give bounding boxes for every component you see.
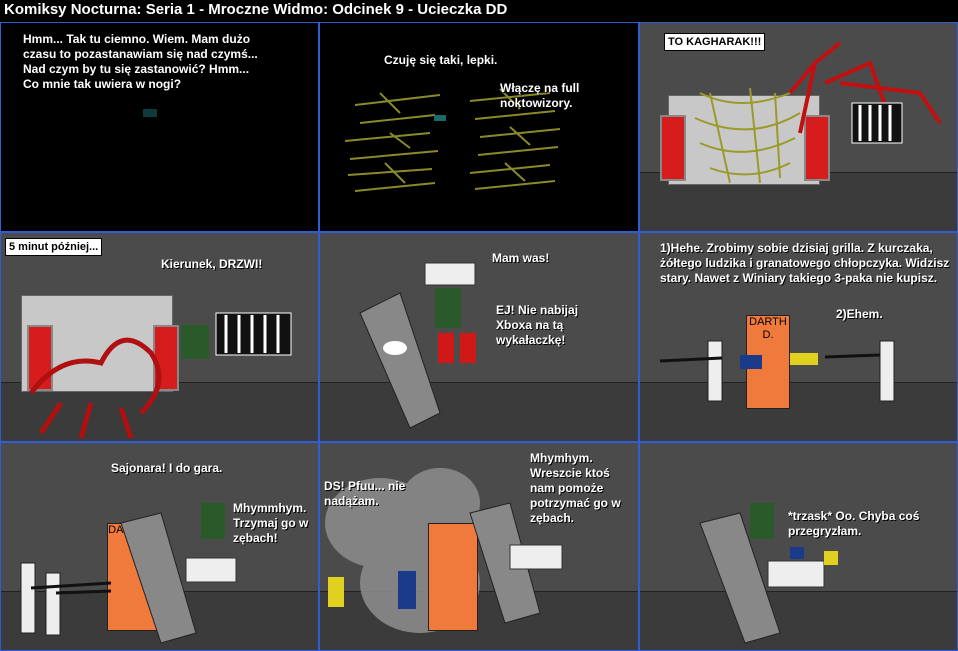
panel-4-caption: 5 minut później... [5,238,103,256]
panel-5-speech-1: Mam was! [492,251,550,265]
panel-6-speech-2: 2)Ehem. [836,307,883,321]
red-tank-left [660,115,686,181]
panel-1: Hmm... Tak tu ciemno. Wiem. Mam dużo cza… [0,22,319,232]
panel-5-scene [359,262,476,429]
panel-6-scene [659,340,895,402]
comic-title: Komiksy Nocturna: Seria 1 - Mroczne Widm… [4,1,508,18]
door-label: DARTH D. [749,316,787,341]
hidden-figure-eyes [434,115,446,121]
panel-4-speech: Kierunek, DRZWI! [161,257,263,271]
panel-9-speech: *trzask* Oo. Chyba coś przegryzłam. [788,509,920,538]
panel-2: Czuję się taki, lepki. Włączę na full no… [319,22,639,232]
kagharak-web [694,41,942,184]
panel-2-speech-2: Włączę na full noktowizory. [500,81,580,110]
panel-9-scene [699,503,838,644]
panel-8: DS! Pfuu... nie nadążam. Mhymhym. Wreszc… [319,442,639,651]
panel-7-speech-2: Mhymmhym. Trzymaj go w zębach! [233,501,309,545]
darth-door [428,523,478,631]
panel-7: DARTH D. Sajonara! I do gara. Mhymmhym. … [0,442,319,651]
panel-1-speech: Hmm... Tak tu ciemno. Wiem. Mam dużo cza… [23,32,258,91]
hidden-figure [143,109,157,117]
panel-6: DARTH D. 1)Hehe. Zrobimy sobie dzisiaj g… [639,232,958,442]
panel-9: *trzask* Oo. Chyba coś przegryzłam. [639,442,958,651]
panel-5: Mam was! EJ! Nie nabijaj Xboxa na tą wyk… [319,232,639,442]
panel-8-scene [328,502,563,624]
panel-3-caption: TO KAGHARAK!!! [664,33,766,51]
panel-3: TO KAGHARAK!!! [639,22,958,232]
panel-2-speech-1: Czuję się taki, lepki. [384,53,498,67]
panel-8-speech-2: Mhymhym. Wreszcie ktoś nam pomoże potrzy… [530,451,621,525]
panel-5-speech-2: EJ! Nie nabijaj Xboxa na tą wykałaczkę! [496,303,579,347]
comic-grid: Hmm... Tak tu ciemno. Wiem. Mam dużo cza… [0,22,958,651]
panel-7-speech-1: Sajonara! I do gara. [111,461,223,475]
panel-6-speech-1: 1)Hehe. Zrobimy sobie dzisiaj grilla. Z … [660,241,950,285]
kagharak-scene [29,312,292,439]
red-tank-right [804,115,830,181]
web-strands [344,88,561,192]
panel-7-scene [20,503,237,644]
panel-8-speech-1: DS! Pfuu... nie nadążam. [324,479,406,508]
panel-4: 5 minut później... Kierunek, DRZWI! [0,232,319,442]
